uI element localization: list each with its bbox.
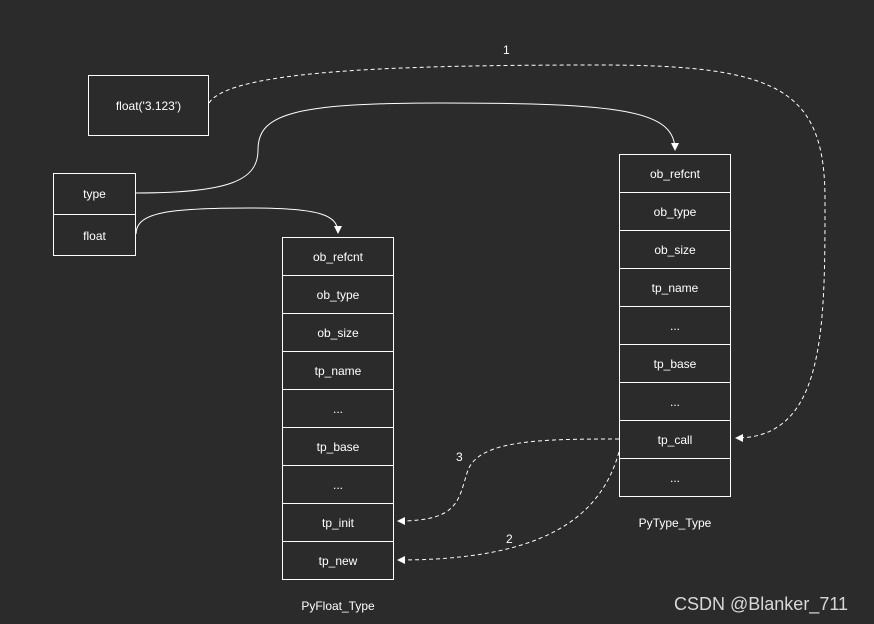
pytype-field-label: ob_type — [653, 204, 697, 219]
pyfloat-type-table: ob_refcnt ob_type ob_size tp_name ... tp… — [282, 237, 394, 580]
pyfloat-field-label: tp_name — [314, 363, 362, 378]
pyfloat-field: tp_name — [283, 352, 393, 390]
pyfloat-type-caption: PyFloat_Type — [301, 599, 375, 613]
pytype-field: ob_refcnt — [620, 155, 730, 193]
float-call-label: float('3.123') — [115, 98, 182, 113]
step2-new-arrow — [397, 451, 620, 564]
pyfloat-field: ... — [283, 390, 393, 428]
pytype-field: ob_size — [620, 231, 730, 269]
var-float-cell: float — [54, 215, 135, 256]
pyfloat-field: tp_base — [283, 428, 393, 466]
pytype-field: ... — [620, 383, 730, 421]
pytype-field-label: ob_refcnt — [649, 166, 701, 181]
var-float-label: float — [83, 228, 106, 243]
pyfloat-field-label: ... — [332, 477, 343, 492]
pytype-field-label: tp_call — [657, 432, 693, 447]
step1-label: 1 — [503, 43, 510, 57]
pytype-field: ob_type — [620, 193, 730, 231]
pyfloat-field: ... — [283, 466, 393, 504]
var-type-cell: type — [54, 174, 135, 215]
pytype-type-table: ob_refcnt ob_type ob_size tp_name ... tp… — [619, 154, 731, 497]
var-type-label: type — [83, 187, 106, 201]
pytype-field-label: ob_size — [654, 242, 696, 257]
watermark: CSDN @Blanker_711 — [674, 594, 849, 614]
pyfloat-field-label: tp_new — [318, 554, 358, 568]
pyfloat-field: tp_new — [283, 542, 393, 580]
step2-label: 2 — [506, 532, 513, 546]
pyfloat-field: ob_refcnt — [283, 238, 393, 276]
pyfloat-field: ob_size — [283, 314, 393, 352]
pytype-field-label: ... — [669, 471, 680, 485]
float-to-pyfloat-arrow — [135, 207, 342, 235]
step3-label: 3 — [456, 450, 463, 464]
pytype-field-label: tp_base — [653, 356, 697, 371]
pytype-field: tp_name — [620, 269, 730, 307]
pyfloat-field-label: ob_type — [316, 287, 360, 302]
pyfloat-field-label: ... — [332, 401, 343, 416]
pyfloat-field: ob_type — [283, 276, 393, 314]
pyfloat-field-label: tp_init — [321, 515, 355, 530]
pytype-type-caption: PyType_Type — [638, 516, 712, 530]
pytype-field-label: ... — [669, 318, 680, 333]
pytype-field-label: tp_name — [651, 280, 699, 295]
step3-init-arrow — [397, 438, 620, 525]
pyfloat-field-label: ob_size — [317, 325, 359, 340]
type-to-pytype-arrow — [135, 102, 679, 194]
float-call-box: float('3.123') — [88, 75, 209, 136]
step1-call-arrow — [208, 64, 826, 442]
pytype-field: tp_call — [620, 421, 730, 459]
pyfloat-field: tp_init — [283, 504, 393, 542]
pytype-field: ... — [620, 307, 730, 345]
var-table: type float — [53, 173, 136, 256]
pytype-field: ... — [620, 459, 730, 497]
pyfloat-field-label: ob_refcnt — [312, 249, 364, 264]
pytype-field: tp_base — [620, 345, 730, 383]
pyfloat-field-label: tp_base — [316, 439, 360, 454]
pytype-field-label: ... — [669, 394, 680, 409]
